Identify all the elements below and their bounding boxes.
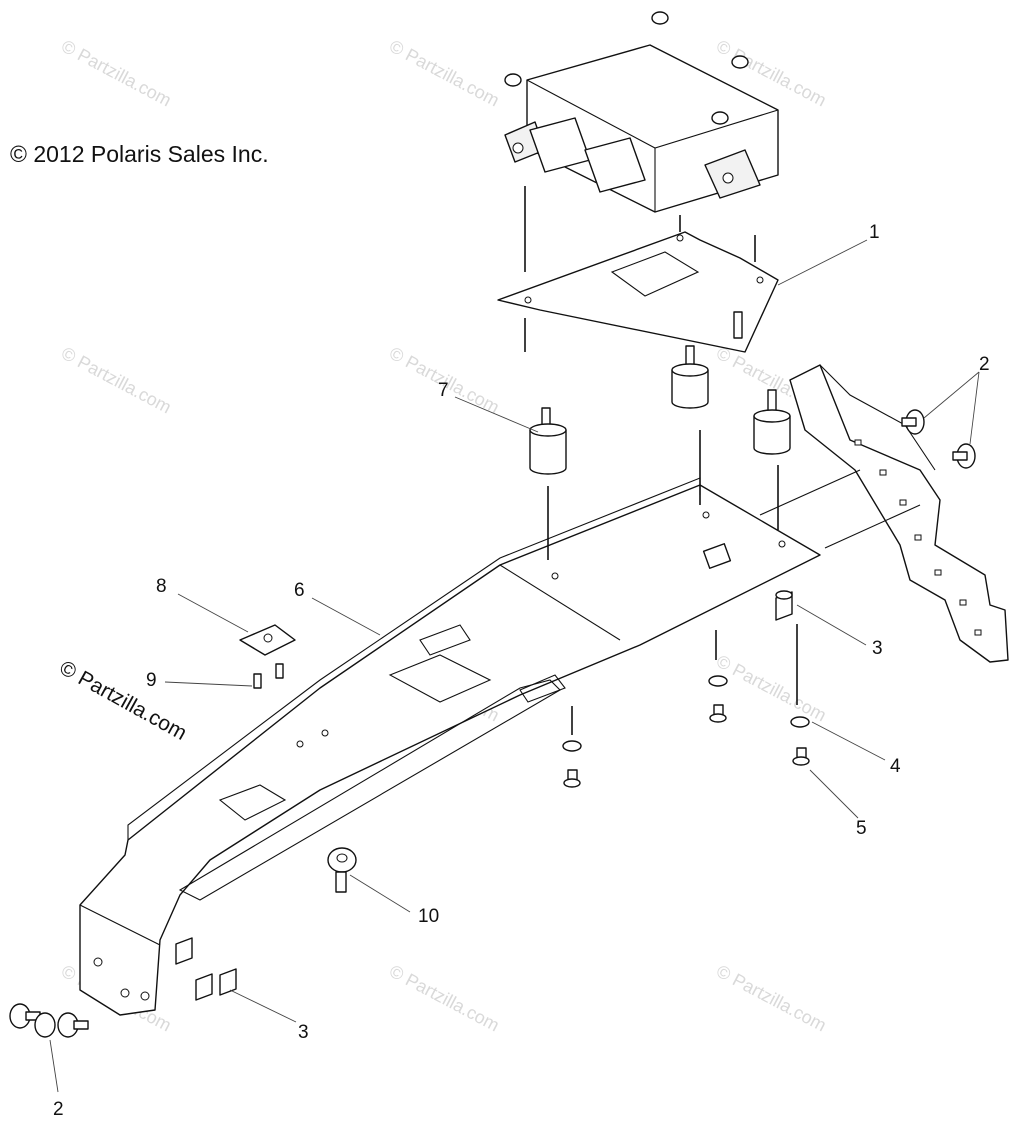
callout-7: 7	[438, 380, 449, 401]
leader-lines	[49, 239, 980, 1093]
callout-6: 6	[294, 580, 305, 601]
callout-4: 4	[890, 756, 901, 777]
watermark: © Partzilla.com	[713, 961, 829, 1036]
callout-labels: 1 2 7 8 6 9 3 4 5 10 3 2	[53, 222, 990, 1120]
ecu-nuts	[504, 11, 749, 125]
assembly-lines-tray	[547, 430, 921, 735]
copyright-text: © 2012 Polaris Sales Inc.	[10, 141, 269, 167]
bracket-slots	[854, 439, 982, 636]
callout-8: 8	[156, 576, 167, 597]
callout-3: 3	[298, 1022, 309, 1043]
push-rivets-right	[901, 409, 976, 469]
washers	[562, 675, 810, 752]
callout-5: 5	[856, 818, 867, 839]
left-push-rivets	[9, 1003, 89, 1038]
clip-bracket-part-8	[239, 624, 296, 656]
bolts	[253, 663, 810, 788]
watermark: © Partzilla.com	[58, 343, 174, 418]
main-tray	[79, 477, 821, 1016]
assembly-lines-top	[524, 186, 756, 352]
callout-10: 10	[418, 906, 439, 927]
ecu-module	[504, 44, 779, 213]
watermark: © Partzilla.com	[386, 961, 502, 1036]
rubber-isolators	[529, 345, 791, 475]
spacers	[175, 590, 793, 1001]
callout-3: 3	[872, 638, 883, 659]
watermark: © Partzilla.com	[58, 36, 174, 111]
callout-2: 2	[53, 1099, 64, 1120]
watermark: © Partzilla.com	[713, 651, 829, 726]
callout-2: 2	[979, 354, 990, 375]
callout-9: 9	[146, 670, 157, 691]
watermark: © Partzilla.com	[386, 36, 502, 111]
mounting-plate	[497, 231, 779, 353]
harness-clip-part-10	[327, 847, 357, 893]
side-bracket	[789, 364, 1009, 663]
callout-1: 1	[869, 222, 880, 243]
site-credit: © Partzilla.com	[56, 656, 191, 745]
